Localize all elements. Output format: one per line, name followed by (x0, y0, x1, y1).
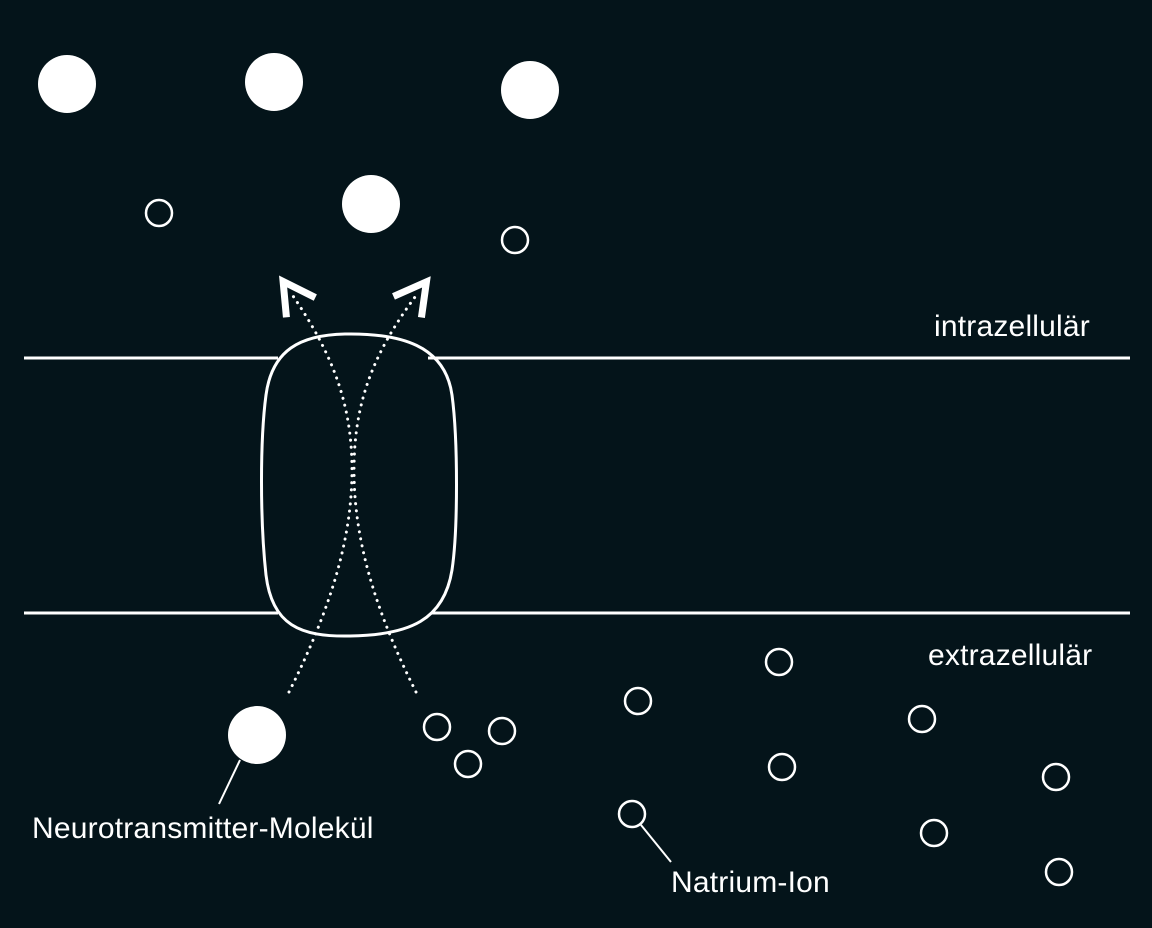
sodium-ion-icon (487, 716, 517, 746)
neurotransmitter-molecule-icon (228, 706, 286, 764)
cell-membrane (24, 356, 1130, 615)
sodium-ions (144, 198, 1074, 887)
sodium-ion-icon (453, 749, 483, 779)
neurotransmitter-molecule-icon (501, 61, 559, 119)
neurotransmitter-leader-line (218, 759, 241, 805)
neurotransmitter-molecule-icon (245, 53, 303, 111)
extracellular-label: extrazellulär (928, 639, 1093, 672)
ion-channel-protein (260, 332, 458, 638)
neurotransmitter-molecule-icon (38, 55, 96, 113)
ion-flow-path-left (289, 293, 354, 694)
sodium-ion-icon (623, 686, 653, 716)
neurotransmitter-molecule-icon (342, 175, 400, 233)
intracellular-label: intrazellulär (934, 310, 1090, 343)
sodium-ion-icon (1041, 762, 1071, 792)
neurotransmitter-molecules (38, 53, 559, 764)
sodium-ion-icon (617, 799, 647, 829)
sodium-ion-icon (767, 752, 797, 782)
sodium-ion-icon (907, 704, 937, 734)
sodium-ion-icon (764, 647, 794, 677)
sodium-ion-leader-line (640, 824, 672, 863)
neurotransmitter-label: Neurotransmitter-Molekül (32, 812, 374, 845)
sodium-ion-label: Natrium-Ion (671, 866, 830, 899)
sodium-ion-icon (919, 818, 949, 848)
sodium-ion-icon (144, 198, 174, 228)
sodium-ion-icon (422, 712, 452, 742)
sodium-ion-icon (1044, 857, 1074, 887)
sodium-ion-icon (500, 225, 530, 255)
